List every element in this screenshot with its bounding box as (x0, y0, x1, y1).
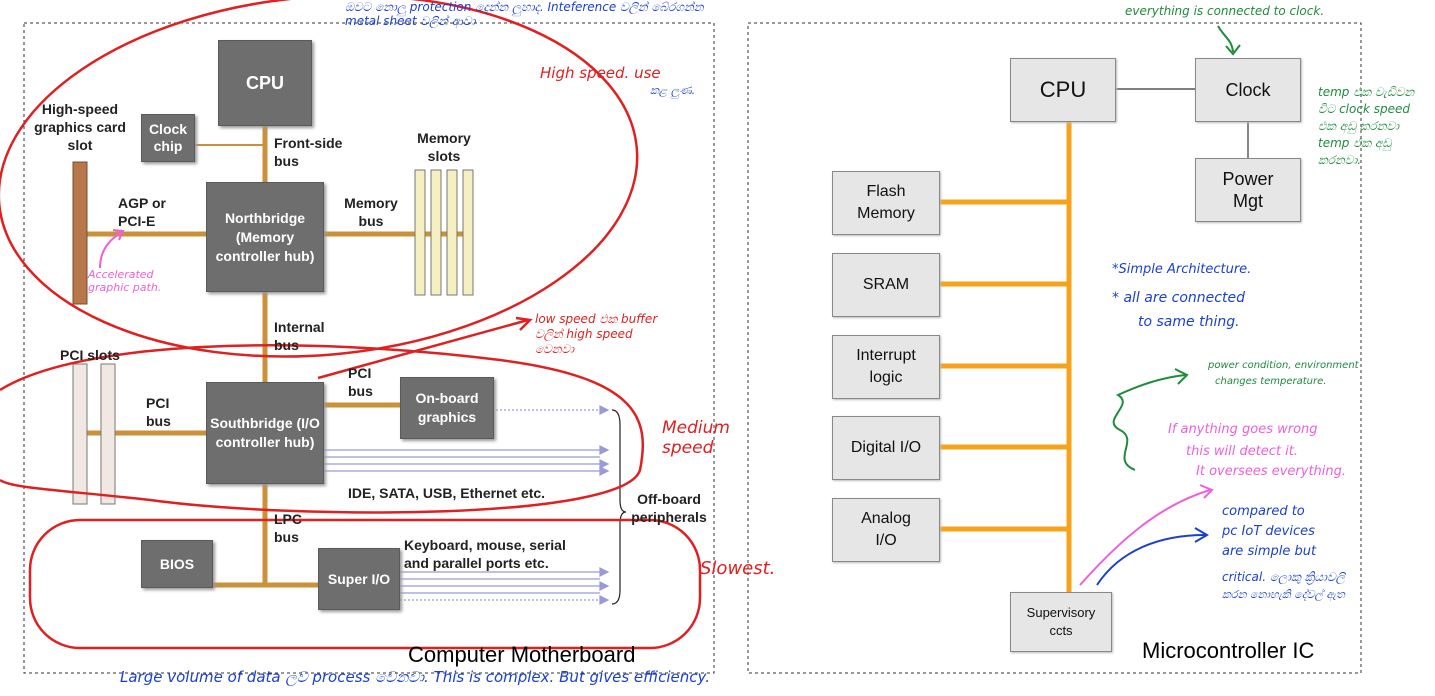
mc-cpu-label: CPU (1039, 77, 1087, 102)
lpc-label: LPC bus (274, 511, 302, 545)
northbridge-block: Northbridge (Memory controller hub) (206, 182, 324, 292)
annotation-critical-2: කරන නොහැකි දේවල් ඇත (1222, 588, 1345, 601)
mc-cpu-block: CPU (1010, 58, 1116, 122)
annotation-critical: critical. ලොකු ක්‍රියාවලි (1222, 570, 1345, 584)
annotation-everything: everything is connected to clock. (1125, 4, 1325, 18)
mc-analog-label: Analog I/O (861, 510, 911, 549)
annotation-simple: *Simple Architecture. (1112, 262, 1252, 277)
low-speed-arrow (317, 318, 529, 380)
mc-interrupt-label: Interrupt logic (856, 347, 916, 386)
motherboard-frame (23, 22, 715, 674)
southbridge-label: Southbridge (I/O controller hub) (210, 415, 320, 450)
mb-cpu-block: CPU (218, 40, 312, 126)
mc-digital-label: Digital I/O (850, 439, 922, 456)
mc-clock-block: Clock (1195, 58, 1301, 122)
annotation-temp: temp එක වැඩිවන විට clock speed එක අඩු කර… (1318, 85, 1415, 167)
mc-flash-label: Flash Memory (857, 183, 915, 222)
northbridge-label: Northbridge (Memory controller hub) (215, 209, 315, 264)
annotation-high-speed: High speed. use (540, 64, 661, 82)
clock-chip-block: Clock chip (141, 114, 195, 162)
mc-power-label: Power Mgt (1222, 169, 1274, 211)
pci-slot-1 (72, 363, 88, 505)
mc-supervisory-block: Supervisory ccts (1010, 592, 1112, 652)
microcontroller-frame (747, 22, 1362, 674)
annotation-pc-iot: pc IoT devices (1222, 524, 1315, 539)
annotation-bottom-2: process වෙනවා. This is complex. But give… (312, 668, 710, 686)
slowest-loop (28, 518, 702, 650)
mc-interrupt-block: Interrupt logic (832, 335, 940, 399)
pci-slot-2 (100, 363, 116, 505)
green-clock-arrow (1217, 25, 1234, 53)
annotation-same-thing: to same thing. (1138, 314, 1240, 330)
annotation-compared: compared to (1222, 504, 1305, 519)
annotation-accelerated: Accelerated graphic path. (88, 268, 162, 294)
annotation-simple-but: are simple but (1222, 544, 1317, 559)
mc-power-block: Power Mgt (1195, 158, 1301, 222)
agp-label: AGP or PCI-E (118, 195, 166, 229)
onboard-graphics-label: On-board graphics (415, 390, 479, 425)
mc-sram-label: SRAM (862, 276, 910, 293)
annotation-power-cond: power condition, environment (1208, 360, 1359, 371)
annotation-top-red: ඔවට නොලු protection දෙන්න ලුහාද. Intefer… (345, 0, 704, 28)
high-speed-ellipse (0, 0, 639, 358)
pci-slots-label: PCI slots (60, 347, 120, 363)
annotation-slowest: Slowest. (700, 558, 776, 579)
bios-label: BIOS (159, 556, 195, 572)
mc-digital-block: Digital I/O (832, 416, 940, 480)
mc-sram-block: SRAM (832, 253, 940, 317)
offboard-brace (611, 409, 627, 605)
graphics-slot-label: High-speed graphics card slot (34, 101, 126, 153)
annotation-low-speed: low speed එක buffer වලින් high speed වෙන… (535, 312, 658, 356)
memory-bus-label: Memory bus (344, 195, 398, 229)
pink-agp-arrow (99, 231, 123, 269)
ide-label: IDE, SATA, USB, Ethernet etc. (348, 485, 546, 501)
fsb-label: Front-side bus (274, 135, 343, 169)
offboard-label: Off-board peripherals (631, 491, 707, 525)
annotation-medium: Medium speed (662, 418, 730, 458)
medium-speed-loop (0, 344, 645, 514)
mb-cpu-label: CPU (245, 72, 284, 93)
clock-chip-label: Clock chip (148, 121, 188, 154)
graphics-card-slot (72, 161, 88, 305)
super-io-block: Super I/O (318, 548, 400, 610)
motherboard-title: Computer Motherboard (408, 642, 636, 667)
mc-clock-label: Clock (1225, 80, 1271, 100)
pci-bus-top-label: PCI bus (348, 365, 373, 399)
bios-block: BIOS (141, 540, 213, 588)
pink-supervisory-arrow (1079, 489, 1211, 586)
annotation-changes-temp: changes temperature. (1215, 376, 1327, 387)
mc-flash-block: Flash Memory (832, 171, 940, 235)
annotation-bottom: Large volume of data ලව process වෙනවා. T… (120, 668, 710, 686)
microcontroller-title: Microcontroller IC (1142, 638, 1315, 663)
super-io-label: Super I/O (327, 570, 391, 587)
mc-supervisory-label: Supervisory ccts (1026, 605, 1096, 638)
onboard-graphics-block: On-board graphics (400, 377, 494, 439)
annotation-all-connected: * all are connected (1112, 290, 1245, 306)
pci-bus-left-label: PCI bus (146, 395, 171, 429)
internal-bus-label: Internal bus (274, 319, 325, 353)
blue-arrow (1096, 534, 1206, 586)
memory-slots-label: Memory slots (417, 130, 471, 164)
memory-slots-shape (414, 169, 474, 296)
keyboard-label: Keyboard, mouse, serial and parallel por… (404, 537, 566, 571)
annotation-bottom-1: Large volume of data ලව (120, 668, 313, 686)
mc-analog-block: Analog I/O (832, 498, 940, 562)
annotation-this-will: this will detect it. (1186, 444, 1299, 459)
annotation-if-anything: If anything goes wrong (1168, 422, 1318, 437)
green-squiggle (1112, 374, 1186, 471)
annotation-high-speed-2: කළ ලුණ. (650, 84, 696, 97)
southbridge-block: Southbridge (I/O controller hub) (206, 382, 324, 484)
annotation-oversees: It oversees everything. (1196, 464, 1347, 479)
